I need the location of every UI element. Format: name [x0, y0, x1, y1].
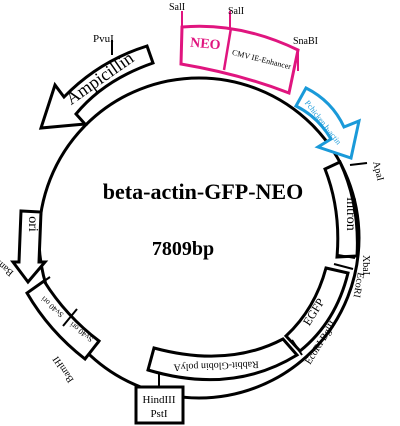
site-snabi: SnaBI	[293, 36, 318, 47]
plasmid-name: beta-actin-GFP-NEO	[103, 179, 303, 204]
ori-feature: ori	[10, 209, 49, 285]
site-hindiii: HindIII	[143, 394, 176, 406]
sv40-ori-feature: Sv40 ori Sv40 ori	[25, 278, 102, 362]
plasmid-size: 7809bp	[152, 238, 214, 260]
ampicillin-label: Ampicillin	[62, 48, 137, 109]
restriction-site-ticks-magenta	[181, 11, 299, 71]
site-psti: PstI	[150, 408, 167, 420]
rabbit-globin-polya-label: Rabbit-Globin polyA	[173, 359, 259, 373]
hindiii-psti-box: HindIII PstI	[134, 373, 185, 425]
site-ecori: EcoRI	[351, 271, 366, 298]
pchicken-beta-actin-feature: Pchicken b-actin	[293, 86, 362, 160]
intron-label: intron	[343, 197, 358, 230]
site-sali-1: SalI	[169, 2, 185, 13]
site-pvui: PvuI	[93, 33, 114, 45]
ori-label: ori	[25, 216, 40, 232]
neo-label: NEO	[190, 36, 222, 54]
site-sali-2: SalI	[228, 6, 244, 17]
site-bamhi-2: BamHI	[51, 354, 77, 385]
rabbit-globin-polya-feature: Rabbit-Globin polyA	[146, 337, 300, 382]
site-apai: ApaI	[370, 160, 386, 182]
restriction-site-ticks	[36, 40, 368, 359]
neo-cmv-feature: NEO CMV IE-Enhancer	[179, 24, 300, 96]
intron-feature: intron	[323, 160, 359, 259]
site-xbai: XbaI	[360, 255, 371, 275]
